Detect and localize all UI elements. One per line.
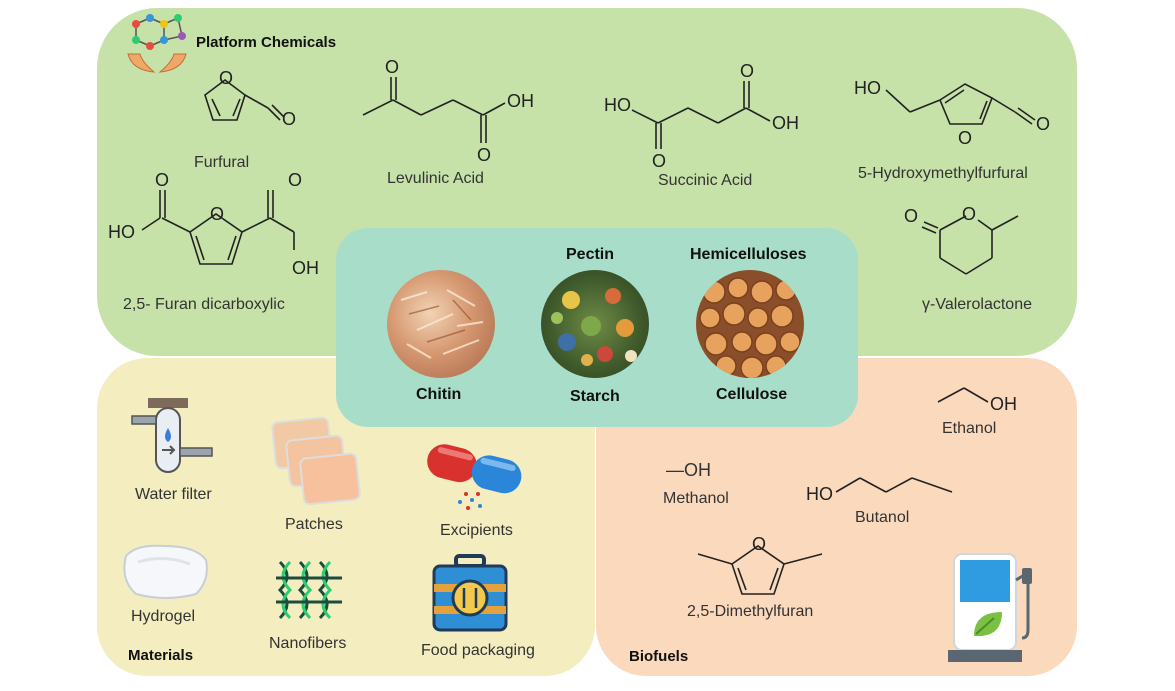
svg-text:O: O xyxy=(477,145,491,165)
water-filter-label: Water filter xyxy=(135,486,212,503)
svg-text:O: O xyxy=(904,206,918,226)
svg-text:O: O xyxy=(155,170,169,190)
starch-label: Starch xyxy=(570,388,620,405)
svg-text:HO: HO xyxy=(854,78,881,98)
chitin-image xyxy=(387,270,495,378)
nanofibers-label: Nanofibers xyxy=(269,635,347,652)
butanol-structure: HO xyxy=(806,477,953,504)
cellulose-hemicellulose-image xyxy=(696,270,804,378)
succinic-acid-structure: HO OH O O xyxy=(604,61,799,171)
chitin-label: Chitin xyxy=(416,386,462,403)
nanofibers-icon xyxy=(276,560,342,620)
furfural-label: Furfural xyxy=(194,154,250,171)
svg-text:O: O xyxy=(282,109,296,129)
svg-text:O: O xyxy=(652,151,666,171)
svg-text:O: O xyxy=(210,204,224,224)
capsule-icon xyxy=(427,444,522,510)
svg-text:HO: HO xyxy=(806,484,833,504)
platform-chemicals-title: Platform Chemicals xyxy=(196,34,337,51)
svg-text:O: O xyxy=(288,170,302,190)
methanol-label: Methanol xyxy=(663,490,729,507)
dmf-label: 2,5-Dimethylfuran xyxy=(687,603,814,620)
patches-label: Patches xyxy=(285,516,343,533)
pectin-label: Pectin xyxy=(566,246,615,263)
svg-text:O: O xyxy=(958,128,972,148)
hydrogel-label: Hydrogel xyxy=(131,608,196,625)
cellulose-label: Cellulose xyxy=(716,386,788,403)
fuel-pump-icon xyxy=(948,553,1032,662)
fdca-structure: HO O O O OH xyxy=(108,170,319,278)
molecule-hands-icon xyxy=(127,14,187,73)
svg-text:O: O xyxy=(752,534,766,554)
levulinic-acid-structure: O OH O xyxy=(362,57,534,165)
fdca-label: 2,5- Furan dicarboxylic xyxy=(123,296,285,313)
patches-icon xyxy=(271,416,361,506)
gvl-structure: O O xyxy=(904,204,1019,275)
gvl-label: γ-Valerolactone xyxy=(922,296,1032,313)
methanol-structure: —OH xyxy=(666,460,711,480)
ethanol-structure: OH xyxy=(937,387,1017,414)
hmf-label: 5-Hydroxymethylfurfural xyxy=(858,165,1028,182)
hydrogel-icon xyxy=(123,544,208,599)
svg-text:OH: OH xyxy=(292,258,319,278)
biofuels-title: Biofuels xyxy=(629,648,689,665)
food-packaging-icon xyxy=(432,554,508,632)
hemicelluloses-label: Hemicelluloses xyxy=(690,246,807,263)
food-packaging-label: Food packaging xyxy=(421,642,535,659)
furfural-structure: O O xyxy=(204,68,296,129)
excipients-label: Excipients xyxy=(440,522,513,539)
svg-text:O: O xyxy=(962,204,976,224)
succinic-acid-label: Succinic Acid xyxy=(658,172,753,189)
svg-text:HO: HO xyxy=(108,222,135,242)
levulinic-acid-label: Levulinic Acid xyxy=(387,170,484,187)
svg-text:O: O xyxy=(219,68,233,88)
svg-text:O: O xyxy=(1036,114,1050,134)
svg-text:OH: OH xyxy=(990,394,1017,414)
svg-text:OH: OH xyxy=(507,91,534,111)
dmf-structure: O xyxy=(697,534,823,595)
ethanol-label: Ethanol xyxy=(942,420,997,437)
svg-text:O: O xyxy=(385,57,399,77)
materials-title: Materials xyxy=(128,647,194,664)
svg-text:HO: HO xyxy=(604,95,631,115)
pectin-starch-image xyxy=(541,270,649,378)
water-filter-icon xyxy=(131,398,213,473)
hmf-structure: HO O O xyxy=(854,78,1050,148)
svg-text:OH: OH xyxy=(772,113,799,133)
butanol-label: Butanol xyxy=(855,509,910,526)
svg-text:O: O xyxy=(740,61,754,81)
